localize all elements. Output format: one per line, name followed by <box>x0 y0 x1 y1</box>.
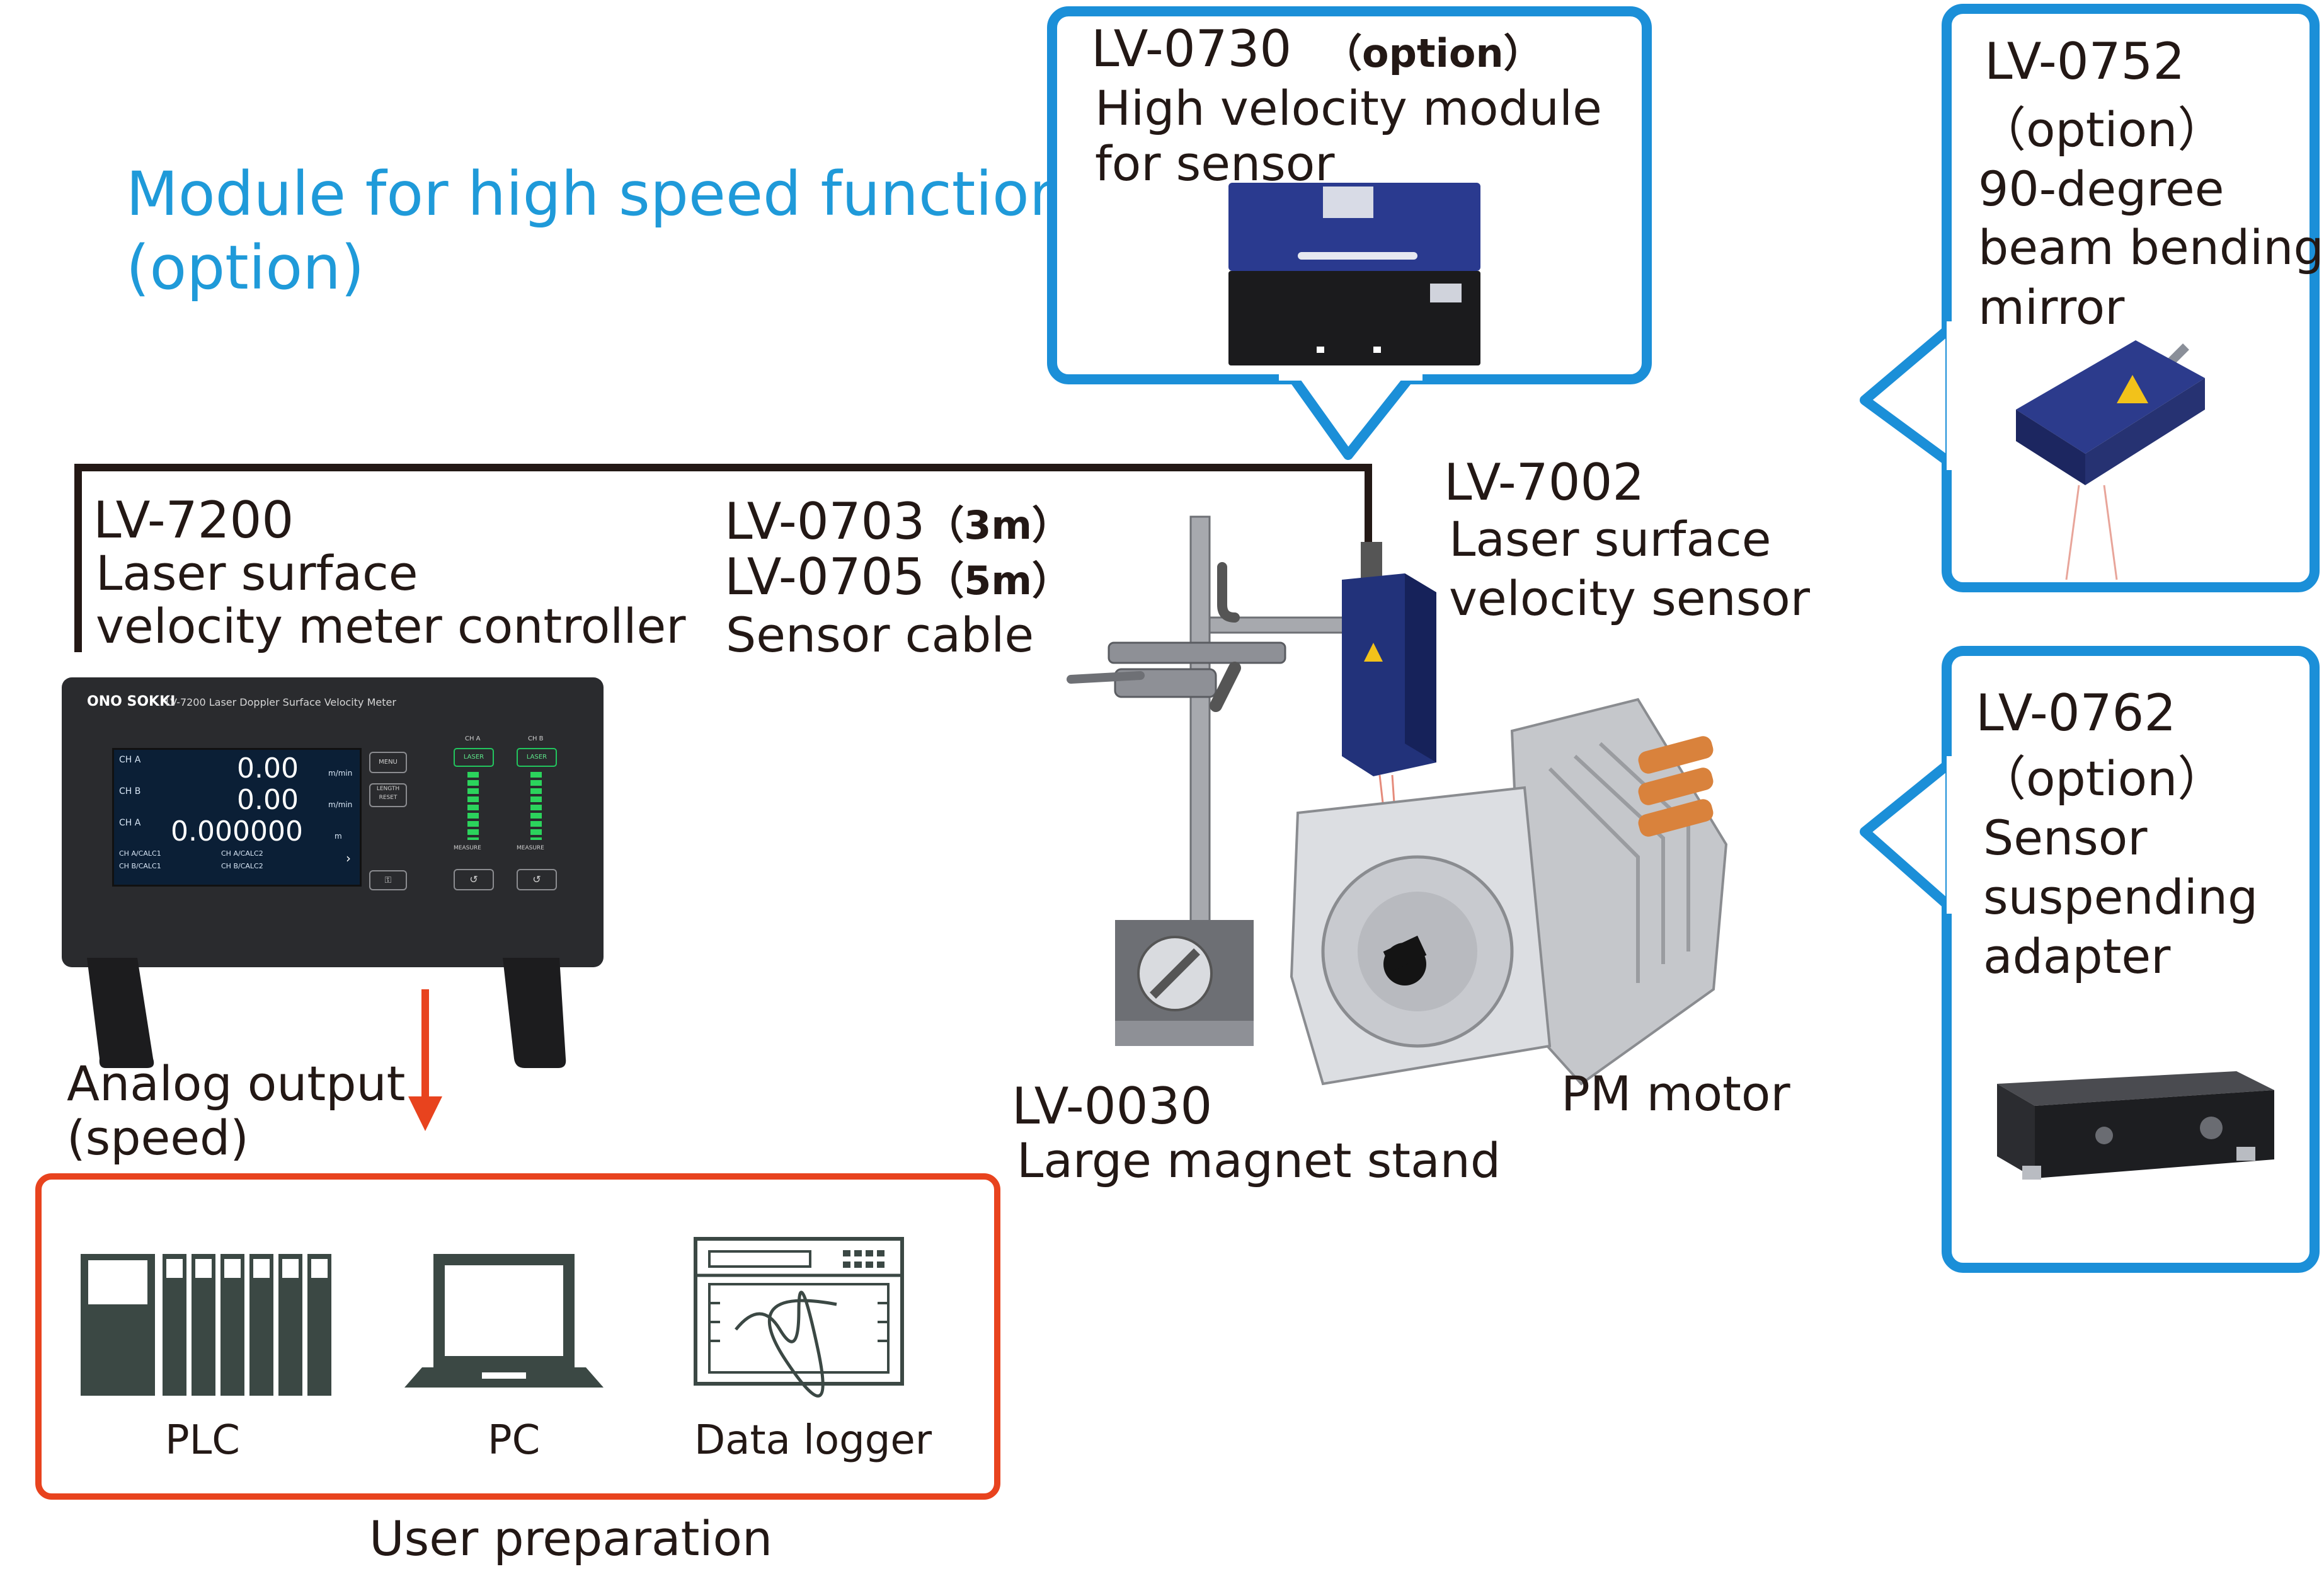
magnet-stand-image <box>1067 515 1375 1046</box>
lv0762-model: LV-0762 <box>1976 684 2177 742</box>
cable-len-2: （5m） <box>925 558 1072 604</box>
screen-row-2-unit: m/min <box>328 800 353 809</box>
lv0752-desc-1: 90-degree <box>1978 161 2224 217</box>
lv0730-model: LV-0730 <box>1091 20 1292 78</box>
lv7002-desc-2: velocity sensor <box>1449 570 1811 626</box>
lv0762-desc-2: suspending <box>1983 869 2258 925</box>
key-button[interactable]: ⚿ <box>369 870 407 890</box>
cable-model-2-text: LV-0705 <box>724 548 925 606</box>
ch-b-measure-label: MEASURE <box>517 845 544 851</box>
screen-row-3-unit: m <box>335 832 342 841</box>
lv0762-option: （option） <box>1978 750 2226 807</box>
ch-b-reset-button[interactable]: ↺ <box>517 869 557 890</box>
length-reset-button[interactable]: LENGTH RESET <box>369 783 407 807</box>
screen-row-2-ch: CH B <box>119 786 141 796</box>
pc-icon <box>404 1254 604 1388</box>
callout-lv0752 <box>1942 4 2320 592</box>
ch-a-measure-label: MEASURE <box>454 845 481 851</box>
heading-line-2: (option) <box>126 233 365 304</box>
cable-model-1-text: LV-0703 <box>724 492 925 551</box>
screen-row-3-value: 0.000000 <box>171 815 303 848</box>
screen-calc-2: CH A/CALC2 <box>221 849 263 858</box>
pm-motor-image <box>1290 698 1728 1086</box>
sensor-suspending-adapter-image <box>1997 1071 2274 1180</box>
lv0730-desc-2: for sensor <box>1095 135 1335 192</box>
lv7200-desc-1: Laser surface <box>96 545 418 601</box>
ch-a-laser-button[interactable]: LASER <box>454 748 494 767</box>
lv0752-model: LV-0752 <box>1984 32 2185 91</box>
heading-line-1: Module for high speed function <box>126 159 1068 229</box>
screen-row-1-value: 0.00 <box>237 752 299 784</box>
ch-b-laser-button[interactable]: LASER <box>517 748 557 767</box>
lv0752-desc-3: mirror <box>1978 279 2125 335</box>
data-logger-label: Data logger <box>694 1417 932 1464</box>
plc-label: PLC <box>165 1417 240 1464</box>
data-logger-icon <box>694 1237 904 1398</box>
ch-a-reset-button[interactable]: ↺ <box>454 869 494 890</box>
screen-row-1-ch: CH A <box>119 755 141 765</box>
ch-b-label: CH B <box>528 735 544 742</box>
lv0762-desc-3: adapter <box>1983 928 2171 984</box>
cable-len-1: （3m） <box>925 502 1072 548</box>
lv7002-desc-1: Laser surface <box>1449 511 1772 567</box>
controller-brand: ONO SOKKI <box>87 694 176 710</box>
lv0030-model: LV-0030 <box>1012 1077 1213 1135</box>
lv0752-option: （option） <box>1978 101 2226 158</box>
ch-b-level-meter <box>530 772 542 840</box>
pm-motor-label: PM motor <box>1561 1066 1790 1122</box>
screen-calc-4: CH B/CALC2 <box>221 862 263 870</box>
lv7200-model: LV-7200 <box>93 491 294 549</box>
controller-feet <box>87 958 566 1068</box>
screen-calc-3: CH B/CALC1 <box>119 862 161 870</box>
screen-row-1-unit: m/min <box>328 769 353 778</box>
analog-output-arrow <box>408 989 442 1131</box>
cable-model-1: LV-0703（3m） <box>724 497 1071 547</box>
plc-icon <box>81 1254 331 1396</box>
laser-sensor-image <box>1342 542 1436 914</box>
lv0762-desc-1: Sensor <box>1983 810 2148 866</box>
screen-calc-1: CH A/CALC1 <box>119 849 161 858</box>
user-preparation-label: User preparation <box>369 1510 773 1566</box>
lv7200-desc-2: velocity meter controller <box>96 598 686 654</box>
controller-device: ONO SOKKI LV-7200 Laser Doppler Surface … <box>62 677 604 967</box>
lv0752-desc-2: beam bending <box>1978 219 2324 275</box>
ch-a-level-meter <box>467 772 479 840</box>
ch-a-label: CH A <box>465 735 481 742</box>
screen-row-3-ch: CH A <box>119 818 141 828</box>
high-velocity-module-image <box>1228 183 1480 365</box>
pc-label: PC <box>488 1417 541 1464</box>
lv0730-desc-1: High velocity module <box>1095 80 1602 136</box>
diagram-heading: Module for high speed function (option) <box>126 158 1068 305</box>
screen-row-2-value: 0.00 <box>237 784 299 816</box>
screen-next-icon: › <box>346 851 351 866</box>
lv7002-model: LV-7002 <box>1444 453 1645 512</box>
cable-desc: Sensor cable <box>726 607 1034 663</box>
beam-bending-mirror-image <box>2016 340 2205 580</box>
analog-output-label-2: (speed) <box>67 1110 249 1166</box>
cable-model-2: LV-0705（5m） <box>724 552 1071 602</box>
lv0730-option: （option） <box>1323 30 1543 76</box>
controller-title: LV-7200 Laser Doppler Surface Velocity M… <box>166 696 396 708</box>
menu-button[interactable]: MENU <box>369 752 407 773</box>
user-preparation-box <box>35 1173 1000 1500</box>
controller-screen: CH A 0.00 m/min CH B 0.00 m/min CH A 0.0… <box>112 748 362 887</box>
analog-output-label-1: Analog output <box>67 1055 406 1112</box>
lv0030-desc: Large magnet stand <box>1017 1132 1501 1188</box>
